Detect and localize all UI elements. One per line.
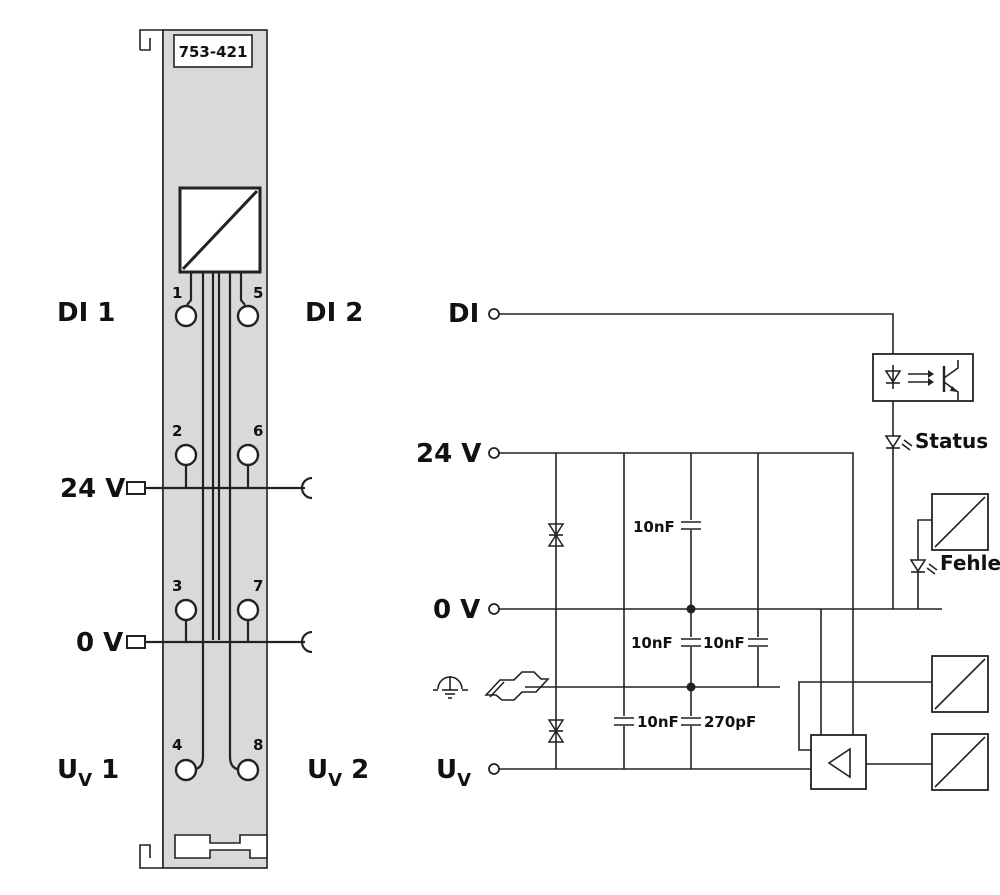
wire-di	[499, 313, 894, 354]
label-di2: DI 2	[305, 298, 363, 328]
wire-24v	[499, 452, 854, 735]
pin-8: 8	[253, 736, 263, 754]
label-status: Status	[915, 429, 988, 453]
junction-0v	[686, 604, 696, 614]
wire-amp-feedback	[798, 681, 932, 751]
label-0v: 0 V	[76, 628, 123, 658]
part-number: 753-421	[179, 43, 248, 61]
converter-diagonal	[181, 189, 259, 271]
input-di: DI	[448, 299, 479, 329]
cap-c5-label: 270pF	[704, 713, 756, 731]
rail-0v-terminal	[126, 635, 146, 649]
node-0v	[488, 603, 500, 615]
capacitor-c1	[680, 520, 702, 530]
pin-2: 2	[172, 422, 182, 440]
input-24v: 24 V	[416, 439, 481, 469]
terminal-6	[236, 443, 260, 467]
input-0v: 0 V	[433, 595, 480, 625]
cap-c2-label: 10nF	[631, 634, 673, 652]
cap-c4-label: 10nF	[637, 713, 679, 731]
label-fehler: Fehler	[940, 551, 1000, 575]
module-housing-left	[139, 29, 164, 869]
converter-block-3	[931, 733, 989, 791]
din-rail-icon	[484, 671, 550, 701]
rail-24v-contact	[300, 476, 313, 500]
led-fehler	[909, 559, 927, 573]
terminal-3	[174, 598, 198, 622]
label-uv1: UV 1	[57, 755, 119, 791]
converter-block-2	[931, 655, 989, 713]
terminal-8	[236, 758, 260, 782]
suppressor-diode-lower	[546, 718, 566, 744]
cap-c1-label: 10nF	[633, 518, 675, 536]
cap-c3-label: 10nF	[703, 634, 745, 652]
suppressor-diode-upper	[546, 522, 566, 548]
terminal-module: 753-421 1 5 2 6 3	[57, 29, 369, 869]
capacitor-c2	[680, 637, 702, 647]
terminal-1	[174, 304, 198, 328]
part-number-tag	[173, 34, 253, 68]
pin-3: 3	[172, 577, 182, 595]
input-uv: UV	[436, 755, 471, 791]
module-latch	[174, 834, 268, 859]
pin-1: 1	[172, 284, 182, 302]
pin-7: 7	[253, 577, 263, 595]
label-di1: DI 1	[57, 298, 115, 328]
converter-block-1	[931, 493, 989, 551]
terminal-4	[174, 758, 198, 782]
rail-0v-contact	[300, 630, 313, 654]
pin-5: 5	[253, 284, 263, 302]
terminal-7	[236, 598, 260, 622]
capacitor-c4	[613, 716, 635, 726]
junction-pe	[686, 682, 696, 692]
capacitor-c5	[680, 716, 702, 726]
pin-6: 6	[253, 422, 263, 440]
node-24v	[488, 447, 500, 459]
ground-icon	[433, 676, 468, 699]
circuit-schematic: DI 24 V 0 V UV Status	[416, 299, 1000, 791]
node-uv	[488, 763, 500, 775]
label-24v: 24 V	[60, 474, 125, 504]
terminal-5	[236, 304, 260, 328]
label-uv2: UV 2	[307, 755, 369, 791]
wire-fehler	[917, 519, 932, 609]
amplifier	[810, 734, 867, 790]
module-clip-top	[140, 38, 151, 51]
node-di	[488, 308, 500, 320]
pin-4: 4	[172, 736, 182, 754]
capacitor-c3	[747, 637, 769, 647]
led-status	[884, 435, 902, 449]
rail-24v-terminal	[126, 481, 146, 495]
terminal-2	[174, 443, 198, 467]
